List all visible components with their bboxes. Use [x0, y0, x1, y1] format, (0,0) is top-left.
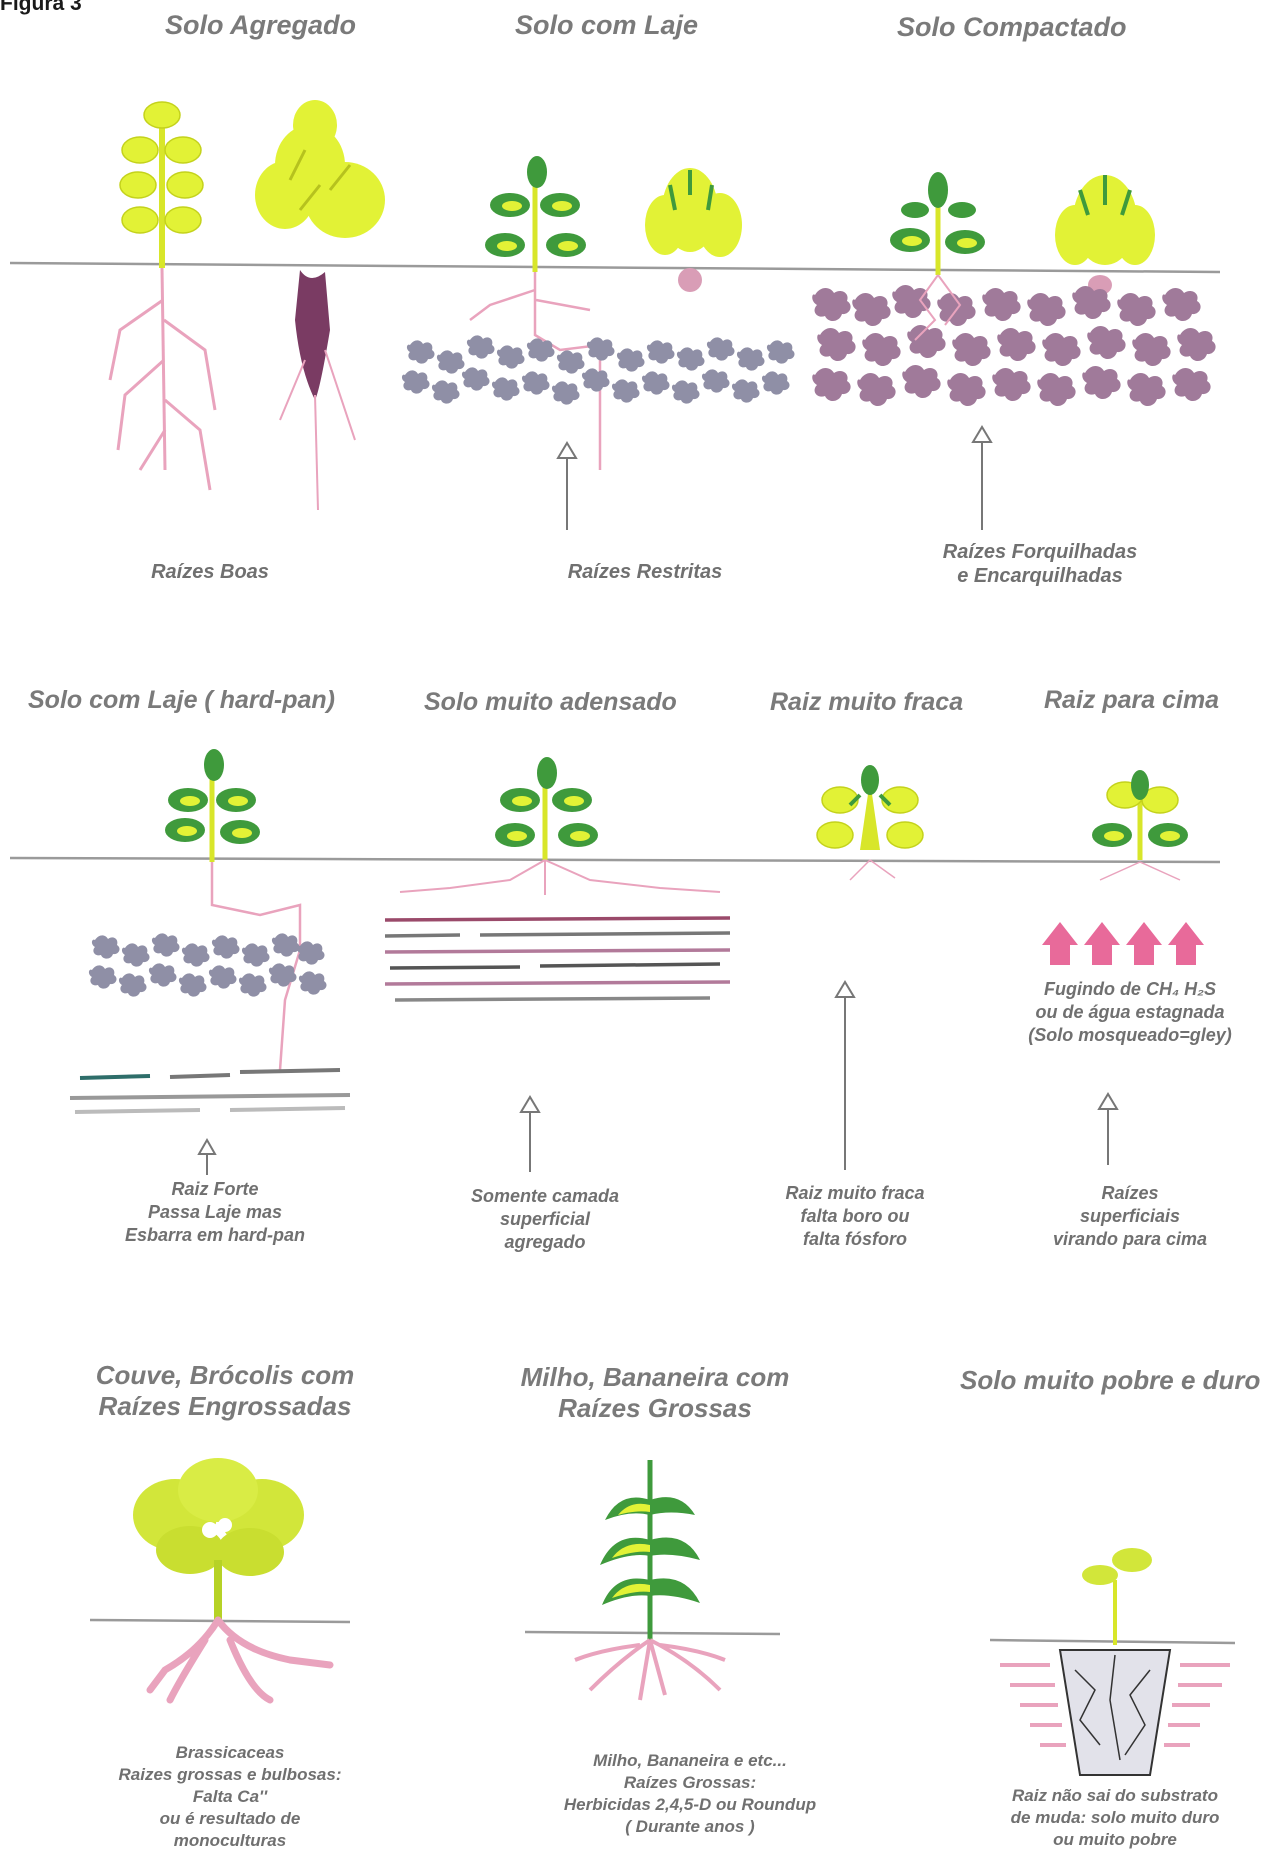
arrows-row1 — [558, 427, 991, 530]
caption-raizes-boas: Raízes Boas — [110, 560, 310, 584]
caption-somente-camada: Somente camada superficial agregado — [420, 1185, 670, 1254]
caption-raizes-forquilhadas: Raízes Forquilhadas e Encarquilhadas — [910, 540, 1170, 588]
arrows-row2 — [199, 982, 1117, 1175]
plant-row2-weak — [817, 765, 923, 880]
title-solo-muito-adensado: Solo muito adensado — [424, 688, 677, 717]
plant-row2-up — [1092, 770, 1188, 880]
dense-bands — [385, 918, 730, 1000]
plant-compacted-1 — [890, 172, 985, 275]
caption-milho-raizes-grossas: Milho, Bananeira e etc... Raízes Grossas… — [520, 1750, 860, 1838]
title-solo-com-laje: Solo com Laje — [515, 10, 698, 41]
caption-raiz-nao-sai: Raiz não sai do substrato de muda: solo … — [975, 1785, 1255, 1851]
caption-raiz-muito-fraca: Raiz muito fraca falta boro ou falta fós… — [730, 1182, 980, 1251]
hardpan-layer-2 — [89, 933, 327, 996]
title-raiz-para-cima: Raiz para cima — [1044, 686, 1219, 715]
plant-row3-corn — [575, 1460, 725, 1700]
title-solo-muito-pobre: Solo muito pobre e duro — [960, 1365, 1270, 1396]
title-solo-agregado: Solo Agregado — [165, 10, 356, 41]
plant-hardpan-2 — [645, 168, 742, 292]
compacted-soil — [812, 285, 1215, 406]
title-milho-bananeira: Milho, Bananeira com Raízes Grossas — [500, 1362, 810, 1424]
plant-aggregated-2 — [255, 100, 385, 510]
caption-raizes-restritas: Raízes Restritas — [530, 560, 760, 584]
plant-row3-cabbage — [133, 1458, 330, 1700]
plant-compacted-2 — [1055, 175, 1155, 295]
hardpan-layer-1 — [402, 335, 795, 404]
hardpan-bands — [70, 1070, 350, 1112]
caption-raiz-forte: Raiz Forte Passa Laje mas Esbarra em har… — [85, 1178, 345, 1247]
title-solo-compactado: Solo Compactado — [897, 12, 1127, 43]
plant-row3-seedling — [1000, 1548, 1230, 1775]
title-solo-com-laje-hardpan: Solo com Laje ( hard-pan) — [28, 686, 335, 715]
note-fugindo: Fugindo de CH₄ H₂S ou de água estagnada … — [1005, 978, 1255, 1047]
plant-hardpan-1 — [470, 156, 600, 470]
figure-label: Figura 3 — [0, 0, 82, 16]
title-raiz-muito-fraca: Raiz muito fraca — [770, 688, 963, 717]
title-couve-brocolis: Couve, Brócolis com Raízes Engrossadas — [75, 1360, 375, 1422]
plant-aggregated-1 — [110, 102, 215, 490]
pink-up-arrows — [1042, 922, 1204, 965]
caption-raizes-superficiais: Raízes superficiais virando para cima — [1005, 1182, 1255, 1251]
plant-row2-hardpan — [165, 749, 300, 1070]
plant-row2-dense — [400, 757, 720, 895]
caption-brassicaceas: Brassicaceas Raizes grossas e bulbosas: … — [80, 1742, 380, 1852]
